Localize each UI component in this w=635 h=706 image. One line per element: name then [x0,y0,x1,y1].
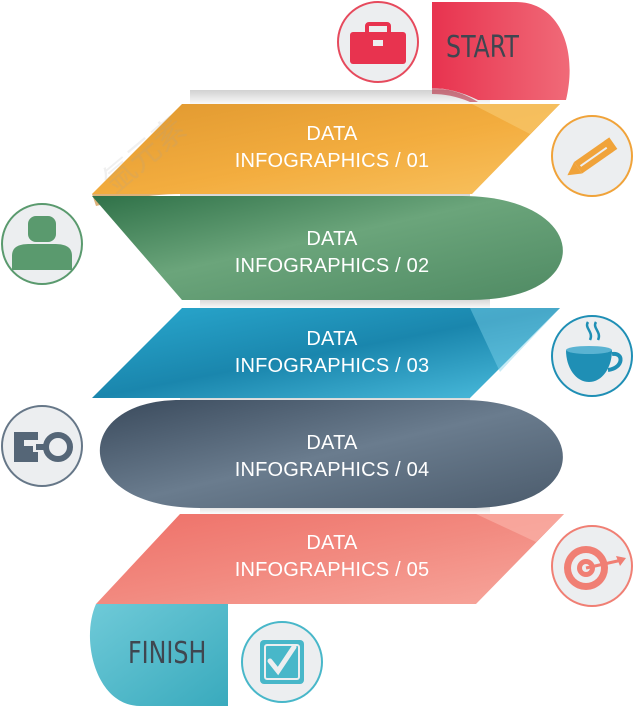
band-01 [92,104,560,194]
pencil-icon [551,115,633,197]
band-02 [92,196,563,300]
user-icon [1,203,83,285]
checkbox-icon [241,621,323,703]
band-03 [92,308,560,398]
band-05 [96,514,564,604]
band-04 [99,400,563,508]
target-icon [551,525,633,607]
start-tab [432,2,570,100]
briefcase-icon [337,1,419,83]
finish-label: FINISH [128,636,207,671]
coffee-cup-icon [551,315,633,397]
go-key-icon [1,405,83,487]
start-label: START [446,30,519,65]
finish-tab [89,604,228,706]
